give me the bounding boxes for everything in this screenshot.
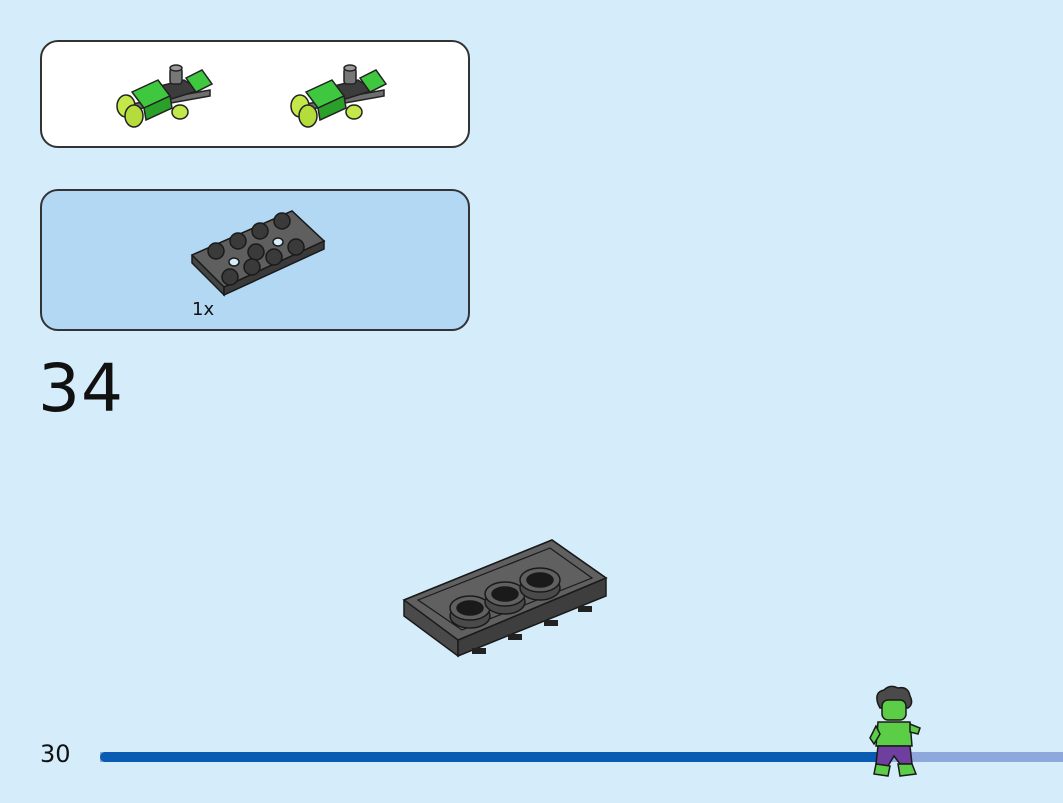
sub-build-panel xyxy=(40,40,470,148)
technic-plate-icon xyxy=(190,210,326,297)
page-number: 30 xyxy=(40,740,71,768)
sub-build-model-icon xyxy=(290,64,388,128)
progress-bar xyxy=(100,752,1063,762)
sub-build-model-icon xyxy=(116,64,214,128)
parts-list-panel: 1x xyxy=(40,189,470,331)
part-quantity: 1x xyxy=(192,299,215,320)
step-number: 34 xyxy=(38,350,124,427)
progress-bar-fill xyxy=(100,752,890,762)
hulk-minifigure-icon xyxy=(869,685,921,777)
assembly-plate-icon xyxy=(402,539,608,658)
